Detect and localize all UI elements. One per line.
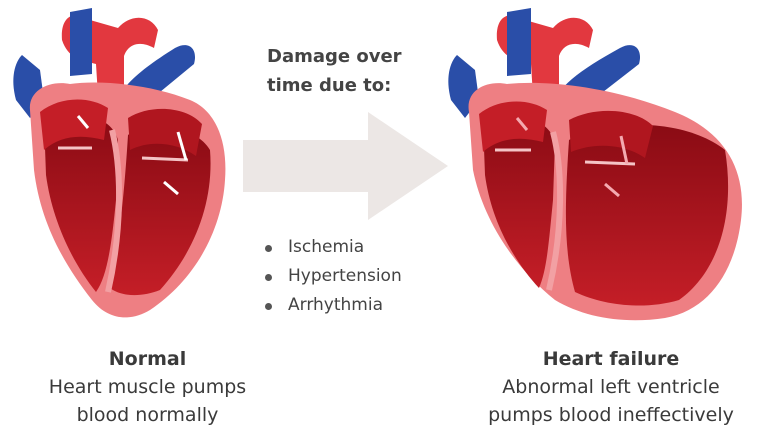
normal-desc-line1: Heart muscle pumps [15, 373, 280, 401]
damage-heading-line1: Damage over [267, 42, 402, 71]
normal-desc-line2: blood normally [15, 401, 280, 429]
normal-heart-illustration [0, 0, 250, 330]
cause-item: Hypertension [262, 262, 402, 291]
heart-failure-title: Heart failure [470, 345, 752, 373]
normal-caption: Normal Heart muscle pumps blood normally [15, 345, 280, 429]
cause-item: Ischemia [262, 233, 402, 262]
normal-title: Normal [15, 345, 280, 373]
causes-list: Ischemia Hypertension Arrhythmia [262, 233, 402, 320]
heart-failure-desc-line1: Abnormal left ventricle [470, 373, 752, 401]
heart-failure-desc-line2: pumps blood ineffectively [470, 401, 752, 429]
heart-failure-illustration [435, 0, 760, 330]
cause-item: Arrhythmia [262, 291, 402, 320]
progression-arrow [243, 112, 448, 220]
heart-failure-caption: Heart failure Abnormal left ventricle pu… [470, 345, 752, 429]
damage-heading: Damage over time due to: [267, 42, 402, 100]
damage-heading-line2: time due to: [267, 71, 402, 100]
